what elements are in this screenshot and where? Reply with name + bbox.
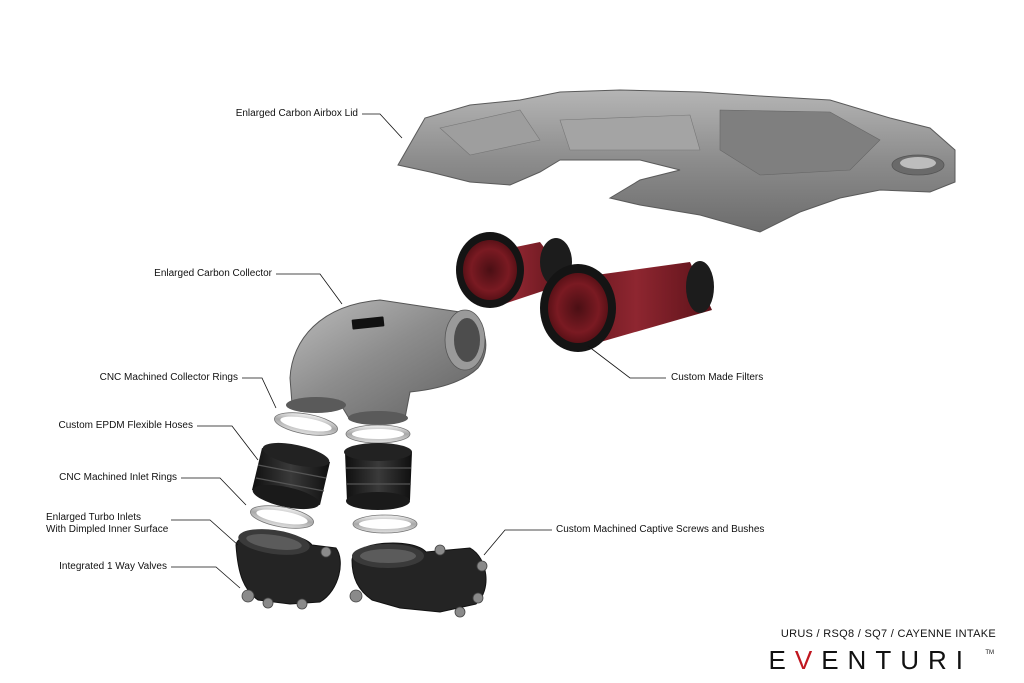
label-filters: Custom Made Filters <box>671 372 764 383</box>
brand-part-2: V <box>794 645 822 675</box>
collector-ring-right <box>345 424 411 444</box>
filter-left <box>456 232 572 308</box>
label-collector: Enlarged Carbon Collector <box>154 268 272 279</box>
leader-collector-rings <box>242 377 277 409</box>
label-inlet-rings: CNC Machined Inlet Rings <box>59 472 177 483</box>
leader-screws <box>483 529 552 556</box>
brand-part-1: E <box>768 645 795 675</box>
leader-airbox-lid <box>362 113 403 139</box>
leader-filters <box>587 345 666 379</box>
brand-logo: EVENTURI <box>769 645 972 676</box>
inlet-ring-left <box>250 505 314 529</box>
leader-epdm-hoses <box>197 425 259 461</box>
label-turbo-inlets-line1: Enlarged Turbo Inlets <box>46 512 142 523</box>
turbo-inlet-left <box>235 529 341 610</box>
epdm-hose-left <box>252 442 330 510</box>
epdm-hose-right <box>344 443 412 510</box>
leader-inlet-rings <box>181 477 247 506</box>
leader-valves <box>171 566 241 589</box>
label-screws: Custom Machined Captive Screws and Bushe… <box>556 524 765 535</box>
label-epdm-hoses: Custom EPDM Flexible Hoses <box>58 420 193 431</box>
trademark-mark: TM <box>985 650 994 656</box>
carbon-collector <box>286 299 487 425</box>
brand-part-3: ENTURI <box>821 645 972 675</box>
label-airbox-lid: Enlarged Carbon Airbox Lid <box>235 108 358 119</box>
leader-turbo-inlets <box>171 519 239 546</box>
inlet-ring-right <box>352 514 418 534</box>
product-title: URUS / RSQ8 / SQ7 / CAYENNE INTAKE <box>780 628 996 640</box>
filter-right <box>540 261 714 352</box>
airbox-lid <box>397 89 956 233</box>
label-turbo-inlets-line2: With Dimpled Inner Surface <box>46 524 169 535</box>
label-valves: Integrated 1 Way Valves <box>59 561 167 572</box>
collector-ring-left <box>274 412 338 436</box>
label-collector-rings: CNC Machined Collector Rings <box>99 372 238 383</box>
turbo-inlet-right <box>349 542 488 618</box>
leader-collector <box>276 273 343 305</box>
